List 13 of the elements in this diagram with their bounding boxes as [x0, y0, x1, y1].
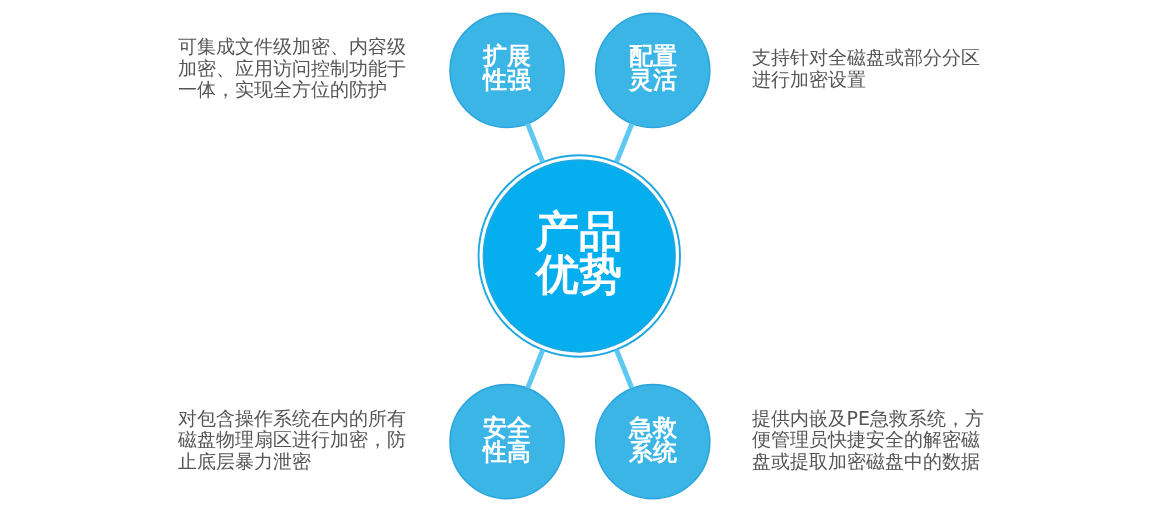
node-circle: 急救系统	[594, 383, 711, 500]
node-label: 对包含操作系统在内的所有磁盘物理扇区进行加密，防止底层暴力泄密	[177, 406, 406, 472]
node-circle: 产品优势	[477, 154, 681, 358]
connector	[613, 122, 634, 163]
connector	[524, 348, 545, 390]
node-label: 提供内嵌及PE急救系统，方便管理员快捷安全的解密磁盘或提取加密磁盘中的数据	[751, 406, 984, 472]
node-label: 支持针对全磁盘或部分分区进行加密设置	[751, 46, 980, 90]
node-circle: 安全性高	[448, 383, 565, 500]
node-circle: 配置灵活	[594, 12, 711, 129]
connector	[524, 122, 545, 163]
node-circle: 扩展性强	[448, 12, 565, 129]
connector	[613, 348, 634, 390]
node-label: 可集成文件级加密、内容级加密、应用访问控制功能于一体，实现全方位的防护	[177, 35, 406, 101]
